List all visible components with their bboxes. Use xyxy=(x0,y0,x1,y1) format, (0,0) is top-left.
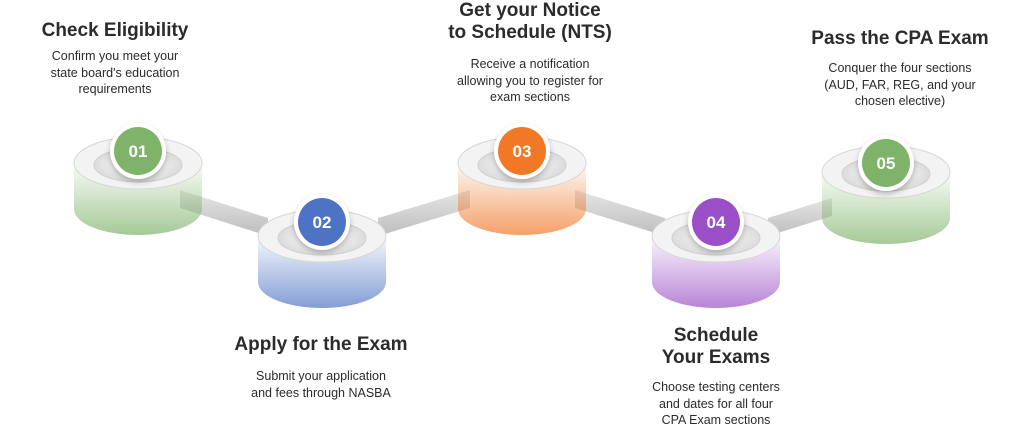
step-4-badge-fill xyxy=(692,198,740,246)
step-4-badge: 04 xyxy=(688,194,744,250)
step-2-title-line: Apply for the Exam xyxy=(234,334,408,355)
step-5-badge-fill xyxy=(862,139,910,187)
step-4-title: Schedule Your Exams xyxy=(616,325,816,369)
step-5-number: 05 xyxy=(877,154,896,173)
step-3-desc-line: allowing you to register for xyxy=(457,73,603,88)
step-2-number: 02 xyxy=(313,213,332,232)
connector-3-4 xyxy=(575,190,665,236)
step-3-desc-line: exam sections xyxy=(490,90,570,104)
step-3-description: Receive a notification allowing you to r… xyxy=(420,56,640,106)
step-5-desc-line: chosen elective) xyxy=(854,94,946,108)
step-4-desc-line: Choose testing centers xyxy=(652,380,780,394)
step-2-text: Apply for the Exam Submit your applicati… xyxy=(212,334,430,401)
step-4-description: Choose testing centers and dates for all… xyxy=(616,379,816,429)
step-5-desc-line: Conquer the four sections xyxy=(828,61,972,75)
step-5-title: Pass the CPA Exam xyxy=(790,28,1010,50)
step-4-title-line: Your Exams xyxy=(661,347,771,368)
badges: 01 02 03 04 05 xyxy=(110,123,914,250)
step-4-title-line: Schedule xyxy=(673,325,759,346)
step-1-badge-fill xyxy=(114,127,162,175)
step-2-description: Submit your application and fees through… xyxy=(212,368,430,401)
step-3-text: Get your Notice to Schedule (NTS) Receiv… xyxy=(420,0,640,106)
step-3-badge: 03 xyxy=(494,123,550,179)
step-5-badge: 05 xyxy=(858,135,914,191)
step-3-title: Get your Notice to Schedule (NTS) xyxy=(420,0,640,44)
step-2-title: Apply for the Exam xyxy=(212,334,430,356)
step-1-desc-line: state board's education xyxy=(50,65,180,80)
step-4-text: Schedule Your Exams Choose testing cente… xyxy=(616,325,816,429)
step-1-text: Check Eligibility Confirm you meet your … xyxy=(20,20,210,98)
step-1-title: Check Eligibility xyxy=(20,20,210,42)
step-1-badge: 01 xyxy=(110,123,166,179)
step-4-desc-line: and dates for all four xyxy=(659,396,773,411)
step-4-number: 04 xyxy=(707,213,726,232)
step-1-number: 01 xyxy=(129,142,148,161)
step-2-badge: 02 xyxy=(294,194,350,250)
step-3-title-line: to Schedule (NTS) xyxy=(448,22,612,43)
step-2-badge-fill xyxy=(298,198,346,246)
step-1-description: Confirm you meet your state board's educ… xyxy=(20,48,210,98)
step-1-desc-line: requirements xyxy=(78,82,152,96)
step-2-desc-line: Submit your application xyxy=(256,369,386,383)
step-3-badge-fill xyxy=(498,127,546,175)
pedestal-4 xyxy=(651,209,781,308)
step-5-description: Conquer the four sections (AUD, FAR, REG… xyxy=(790,60,1010,110)
step-1-title-line: Check Eligibility xyxy=(41,20,189,41)
step-5-title-line: Pass the CPA Exam xyxy=(811,28,989,49)
step-3-title-line: Get your Notice xyxy=(459,0,601,21)
step-3-number: 03 xyxy=(513,142,532,161)
connector-2-3 xyxy=(378,190,470,236)
step-2-desc-line: and fees through NASBA xyxy=(251,385,391,400)
connector-4-5 xyxy=(768,198,832,236)
step-1-desc-line: Confirm you meet your xyxy=(51,49,179,63)
step-5-text: Pass the CPA Exam Conquer the four secti… xyxy=(790,28,1010,110)
step-5-desc-line: (AUD, FAR, REG, and your xyxy=(824,77,976,92)
step-4-desc-line: CPA Exam sections xyxy=(661,413,771,427)
step-3-desc-line: Receive a notification xyxy=(470,57,590,71)
